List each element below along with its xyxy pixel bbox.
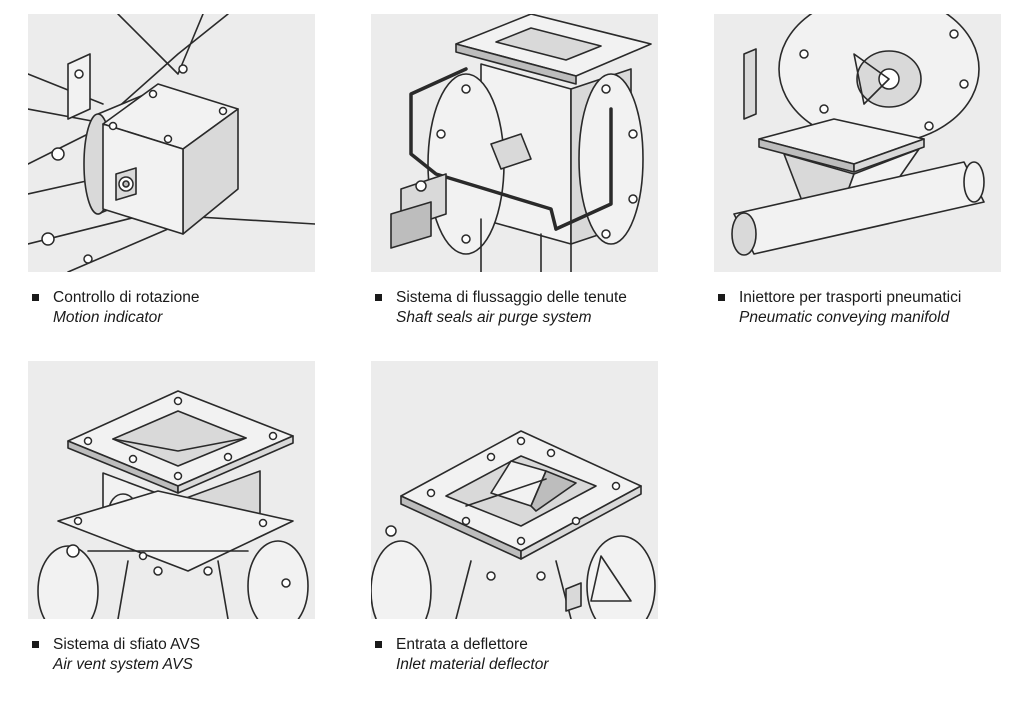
air-purge-system-illustration xyxy=(371,14,658,272)
bullet-marker xyxy=(375,641,382,648)
card-air-purge-system: Sistema di flussaggio delle tenute Shaft… xyxy=(371,14,658,326)
motion-indicator-illustration xyxy=(28,14,315,272)
item-subtitle: Air vent system AVS xyxy=(53,656,193,673)
item-subtitle: Shaft seals air purge system xyxy=(396,309,592,326)
item-title: Sistema di sfiato AVS xyxy=(53,636,201,653)
caption-air-vent-system: Sistema di sfiato AVS Air vent system AV… xyxy=(32,635,322,675)
bullet-marker xyxy=(32,641,39,648)
card-conveying-manifold: Iniettore per trasporti pneumatici Pneum… xyxy=(714,14,1001,326)
caption-conveying-manifold: Iniettore per trasporti pneumatici Pneum… xyxy=(718,288,1008,328)
item-subtitle: Pneumatic conveying manifold xyxy=(739,309,950,326)
caption-air-purge-system: Sistema di flussaggio delle tenute Shaft… xyxy=(375,288,665,328)
conveying-manifold-illustration xyxy=(714,14,1001,272)
item-title: Sistema di flussaggio delle tenute xyxy=(396,289,627,306)
caption-inlet-deflector: Entrata a deflettore Inlet material defl… xyxy=(375,635,665,675)
caption-motion-indicator: Controllo di rotazione Motion indicator xyxy=(32,288,322,328)
inlet-deflector-illustration xyxy=(371,361,658,619)
bullet-marker xyxy=(718,294,725,301)
bullet-marker xyxy=(375,294,382,301)
card-inlet-deflector: Entrata a deflettore Inlet material defl… xyxy=(371,361,658,673)
air-vent-system-illustration xyxy=(28,361,315,619)
item-subtitle: Motion indicator xyxy=(53,309,163,326)
item-title: Iniettore per trasporti pneumatici xyxy=(739,289,962,306)
card-air-vent-system: Sistema di sfiato AVS Air vent system AV… xyxy=(28,361,315,673)
card-motion-indicator: Controllo di rotazione Motion indicator xyxy=(28,14,315,326)
item-title: Controllo di rotazione xyxy=(53,289,200,306)
bullet-marker xyxy=(32,294,39,301)
item-subtitle: Inlet material deflector xyxy=(396,656,549,673)
item-title: Entrata a deflettore xyxy=(396,636,528,653)
